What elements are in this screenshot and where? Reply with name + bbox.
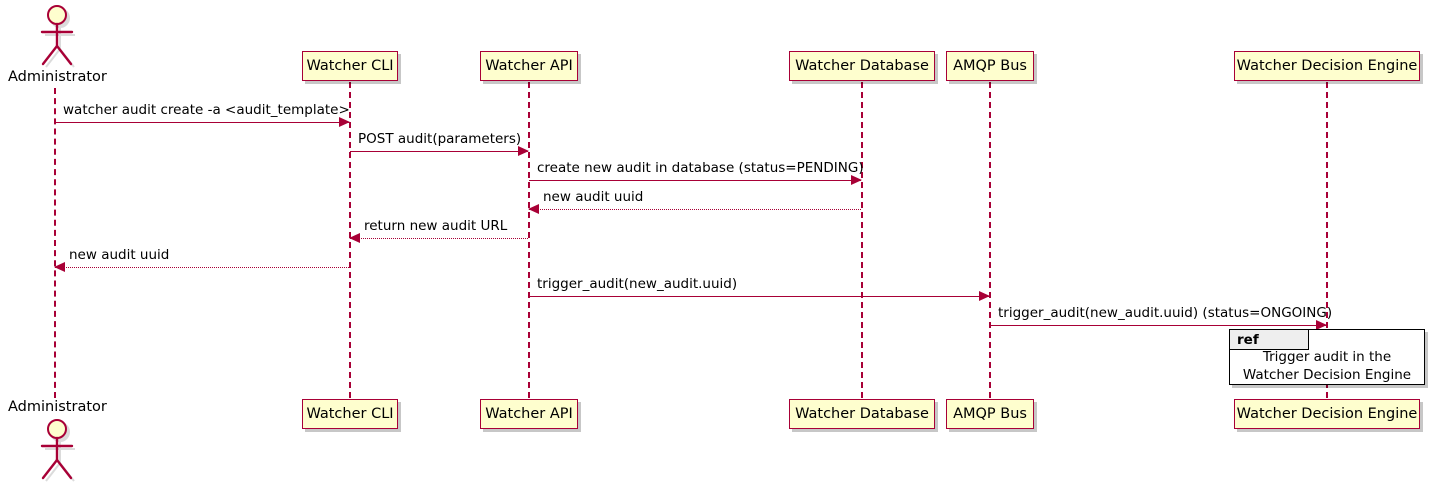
lifeline-watcher-api	[528, 82, 530, 398]
ref-fragment-body: Trigger audit in the Watcher Decision En…	[1230, 349, 1424, 384]
participant-watcher-cli-top[interactable]: Watcher CLI	[302, 51, 398, 81]
actor-administrator-bottom	[30, 416, 80, 482]
ref-fragment-line-1: Trigger audit in the	[1262, 348, 1392, 365]
message-label: new audit uuid	[69, 247, 170, 263]
ref-fragment[interactable]: ref Trigger audit in the Watcher Decisio…	[1229, 329, 1425, 385]
arrowhead-right-icon	[979, 291, 990, 301]
participant-watcher-api-top[interactable]: Watcher API	[480, 51, 578, 81]
message-line	[350, 238, 528, 239]
message-label: trigger_audit(new_audit.uuid) (status=ON…	[998, 305, 1333, 321]
lifeline-amqp-bus	[989, 82, 991, 398]
message-line	[55, 122, 349, 123]
actor-label-administrator-top: Administrator	[8, 69, 107, 85]
message-label: return new audit URL	[364, 218, 508, 234]
message-line	[350, 151, 528, 152]
participant-amqp-bus-bottom[interactable]: AMQP Bus	[946, 399, 1034, 429]
arrowhead-right-icon	[518, 146, 529, 156]
participant-watcher-api-bottom[interactable]: Watcher API	[480, 399, 578, 429]
participant-watcher-database-top[interactable]: Watcher Database	[789, 51, 935, 81]
participant-amqp-bus-top[interactable]: AMQP Bus	[946, 51, 1034, 81]
message-label: POST audit(parameters)	[358, 131, 522, 147]
actor-administrator-top	[30, 2, 80, 68]
ref-fragment-tab: ref	[1230, 330, 1309, 350]
arrowhead-right-icon	[1316, 320, 1327, 330]
message-line	[529, 209, 861, 210]
participant-watcher-decision-engine-bottom[interactable]: Watcher Decision Engine	[1234, 399, 1420, 429]
message-line	[529, 180, 861, 181]
message-line	[990, 325, 1326, 326]
arrowhead-right-icon	[339, 117, 350, 127]
message-label: create new audit in database (status=PEN…	[537, 160, 864, 176]
participant-watcher-cli-bottom[interactable]: Watcher CLI	[302, 399, 398, 429]
arrowhead-left-icon	[349, 233, 360, 243]
arrowhead-right-icon	[851, 175, 862, 185]
message-label: watcher audit create -a <audit_template>	[63, 102, 350, 118]
message-label: new audit uuid	[543, 189, 644, 205]
message-label: trigger_audit(new_audit.uuid)	[537, 276, 738, 292]
actor-label-administrator-bottom: Administrator	[8, 399, 107, 415]
message-line	[55, 267, 349, 268]
lifeline-watcher-decision-engine	[1326, 82, 1328, 398]
ref-fragment-tab-label: ref	[1237, 331, 1259, 348]
ref-fragment-line-2: Watcher Decision Engine	[1242, 366, 1412, 383]
arrowhead-left-icon	[528, 204, 539, 214]
lifeline-watcher-database	[861, 82, 863, 398]
arrowhead-left-icon	[54, 262, 65, 272]
message-line	[529, 296, 989, 297]
lifeline-administrator	[54, 88, 56, 398]
ref-fragment-tab-corner-icon	[1292, 330, 1302, 349]
participant-watcher-database-bottom[interactable]: Watcher Database	[789, 399, 935, 429]
participant-watcher-decision-engine-top[interactable]: Watcher Decision Engine	[1234, 51, 1420, 81]
